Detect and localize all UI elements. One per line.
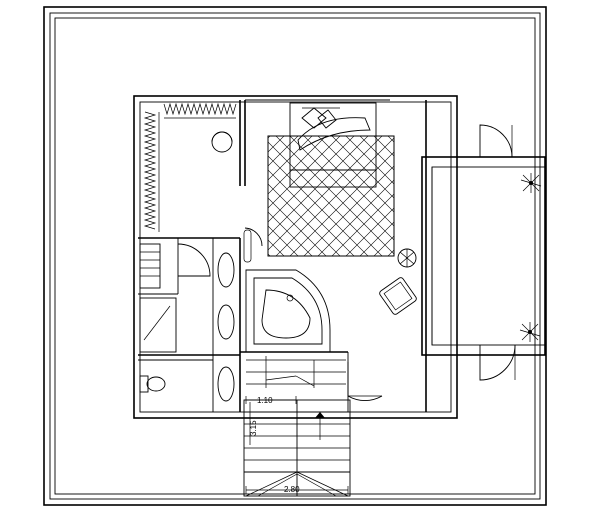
dimension-lines xyxy=(245,396,349,494)
balcony-plant-icon-bottom xyxy=(519,322,541,342)
balcony-door-top xyxy=(479,124,513,158)
armchair xyxy=(379,277,417,315)
staircase xyxy=(243,356,351,497)
outer-wall xyxy=(43,6,547,506)
closet-hangers xyxy=(143,102,237,232)
balcony-door-bottom xyxy=(479,344,516,381)
rug xyxy=(267,135,395,257)
plant-icon xyxy=(397,248,417,268)
toilet xyxy=(139,375,166,393)
balcony xyxy=(421,156,546,356)
bathroom-door xyxy=(177,243,211,277)
wash-basins xyxy=(217,229,252,402)
balcony-plant-icon-top xyxy=(520,173,542,193)
dimension-stair-width: 1.10 xyxy=(257,396,273,405)
corner-bathtub xyxy=(245,269,331,353)
closet-door xyxy=(244,227,263,247)
dimension-stair-depth: 3.15 xyxy=(249,420,258,436)
closet-chair xyxy=(211,131,233,153)
dimension-stair-length: 2.80 xyxy=(284,485,300,494)
bedroom-door xyxy=(347,362,383,402)
radiator xyxy=(139,243,161,289)
shower-tray xyxy=(139,297,177,353)
